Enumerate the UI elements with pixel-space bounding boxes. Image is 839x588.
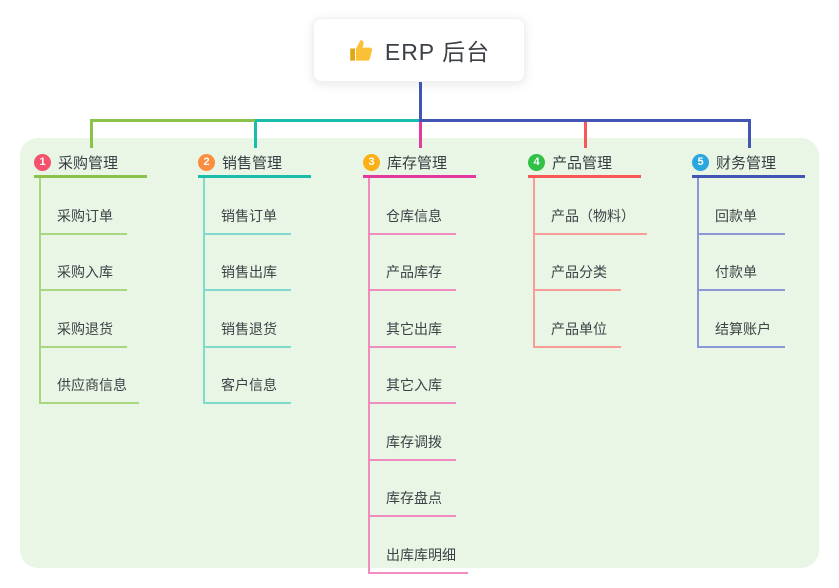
- child-node-label: 其它入库: [386, 377, 442, 393]
- branch-header-3[interactable]: 3 库存管理: [363, 150, 476, 178]
- branch-1: 1 采购管理采购订单采购入库采购退货供应商信息: [34, 150, 164, 404]
- child-node-label: 采购订单: [57, 207, 113, 224]
- branch-title: 财务管理: [716, 155, 777, 172]
- branch-children: 采购订单采购入库采购退货供应商信息: [39, 178, 164, 404]
- branch-number-badge: 2: [198, 154, 215, 171]
- child-node[interactable]: 销售退货: [205, 291, 291, 348]
- root-node-label: ERP 后台: [384, 39, 491, 65]
- child-node-label: 出库库明细: [386, 546, 456, 563]
- child-node[interactable]: 结算账户: [699, 291, 785, 348]
- branch-header-1[interactable]: 1 采购管理: [34, 150, 147, 178]
- branch-children: 销售订单销售出库销售退货客户信息: [203, 178, 328, 404]
- branch-4: 4 产品管理产品（物料） 产品分类产品单位: [528, 150, 658, 348]
- connector-drop-1: [90, 119, 93, 148]
- child-node-label: 产品库存: [386, 264, 442, 280]
- child-node[interactable]: 销售出库: [205, 235, 291, 291]
- child-node-label: 产品（物料）: [551, 207, 635, 224]
- branch-children: 回款单付款单结算账户: [697, 178, 822, 348]
- branch-children: 仓库信息产品库存其它出库其它入库库存调拨库存盘点出库库明细: [368, 178, 493, 574]
- branch-title: 库存管理: [387, 155, 448, 172]
- root-node-erp[interactable]: ERP 后台: [313, 18, 525, 82]
- branch-header-5[interactable]: 5 财务管理: [692, 150, 805, 178]
- connector-drop-4: [584, 119, 587, 148]
- child-node[interactable]: 产品（物料）: [535, 178, 647, 235]
- child-node[interactable]: 销售订单: [205, 178, 291, 235]
- child-node-label: 采购退货: [57, 320, 113, 337]
- child-node[interactable]: 采购订单: [41, 178, 127, 235]
- child-node[interactable]: 其它入库: [370, 348, 456, 404]
- connector-drop-3: [419, 119, 422, 148]
- child-node[interactable]: 其它出库: [370, 291, 456, 348]
- branch-children: 产品（物料） 产品分类产品单位: [533, 178, 658, 348]
- branch-number-badge: 5: [692, 154, 709, 171]
- branch-title: 采购管理: [58, 155, 119, 172]
- branch-header-2[interactable]: 2 销售管理: [198, 150, 311, 178]
- thumbs-up-icon: [348, 37, 375, 64]
- child-node-label: 销售退货: [221, 320, 277, 337]
- child-node-label: 产品单位: [551, 320, 607, 337]
- connector-bus-left: [91, 119, 255, 122]
- branch-number-badge: 1: [34, 154, 51, 171]
- branch-title: 销售管理: [222, 155, 283, 172]
- connector-bus-mid: [255, 119, 420, 122]
- branch-number-badge: 3: [363, 154, 380, 171]
- child-node[interactable]: 产品库存: [370, 235, 456, 291]
- child-node-label: 销售出库: [221, 264, 277, 280]
- child-node-label: 付款单: [715, 264, 757, 280]
- child-node[interactable]: 产品单位: [535, 291, 621, 348]
- child-node-label: 结算账户: [715, 320, 771, 337]
- child-node-label: 库存盘点: [386, 490, 442, 506]
- connector-root-drop: [419, 82, 422, 122]
- branch-3: 3 库存管理仓库信息产品库存其它出库其它入库库存调拨库存盘点出库库明细: [363, 150, 493, 574]
- child-node[interactable]: 库存盘点: [370, 461, 456, 517]
- child-node[interactable]: 客户信息: [205, 348, 291, 404]
- child-node[interactable]: 采购退货: [41, 291, 127, 348]
- child-node-label: 其它出库: [386, 320, 442, 337]
- branch-2: 2 销售管理销售订单销售出库销售退货客户信息: [198, 150, 328, 404]
- child-node[interactable]: 付款单: [699, 235, 785, 291]
- connector-drop-2: [254, 119, 257, 148]
- child-node[interactable]: 回款单: [699, 178, 785, 235]
- child-node-label: 采购入库: [57, 264, 113, 280]
- child-node-label: 供应商信息: [57, 377, 127, 393]
- mindmap-panel: [20, 138, 819, 568]
- child-node[interactable]: 产品分类: [535, 235, 621, 291]
- branch-number-badge: 4: [528, 154, 545, 171]
- child-node[interactable]: 出库库明细: [370, 517, 468, 574]
- child-node[interactable]: 供应商信息: [41, 348, 139, 404]
- connector-bus-right: [420, 119, 751, 122]
- child-node-label: 销售订单: [221, 207, 277, 224]
- child-node-label: 库存调拨: [386, 433, 442, 450]
- connector-drop-5: [748, 119, 751, 148]
- child-node-label: 回款单: [715, 207, 757, 224]
- child-node[interactable]: 采购入库: [41, 235, 127, 291]
- child-node[interactable]: 仓库信息: [370, 178, 456, 235]
- branch-header-4[interactable]: 4 产品管理: [528, 150, 641, 178]
- child-node-label: 客户信息: [221, 377, 277, 393]
- branch-title: 产品管理: [552, 155, 613, 172]
- child-node-label: 仓库信息: [386, 207, 442, 224]
- branch-5: 5 财务管理回款单付款单结算账户: [692, 150, 822, 348]
- child-node[interactable]: 库存调拨: [370, 404, 456, 461]
- child-node-label: 产品分类: [551, 264, 607, 280]
